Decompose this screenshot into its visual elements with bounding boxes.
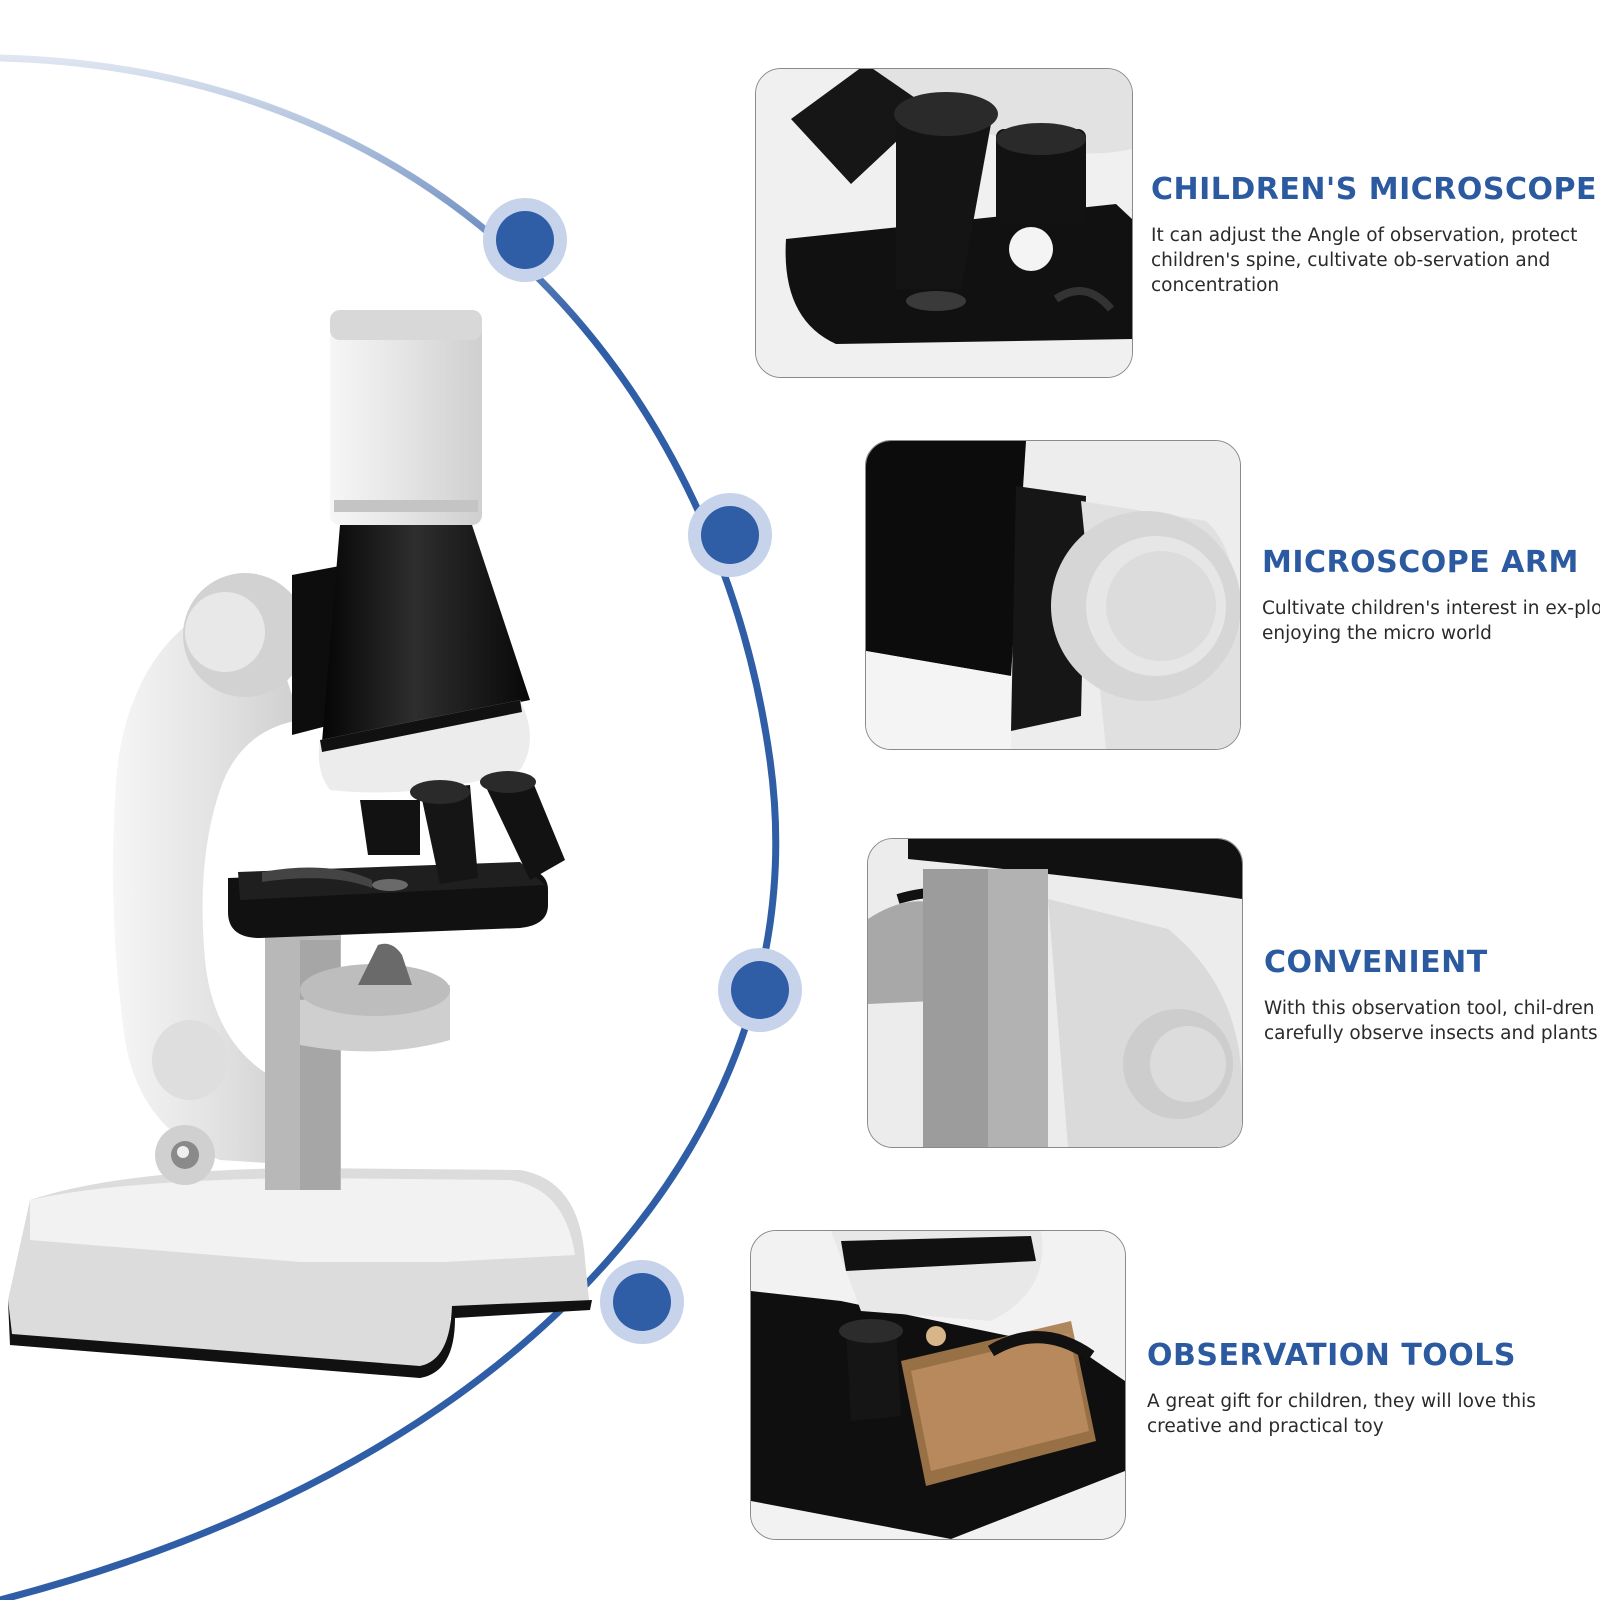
feature-description: It can adjust the Angle of observation, … bbox=[1151, 225, 1578, 296]
decorative-arc bbox=[0, 54, 780, 1600]
feature-3: CONVENIENT With this observation tool, c… bbox=[1264, 945, 1600, 1046]
feature-2: MICROSCOPE ARM Cultivate children's inte… bbox=[1262, 545, 1600, 646]
feature-title: CONVENIENT bbox=[1264, 945, 1488, 980]
feature-image-4 bbox=[750, 1230, 1126, 1540]
arc-marker-2 bbox=[688, 493, 772, 577]
feature-description: With this observation tool, chil-dren ca… bbox=[1264, 998, 1600, 1044]
feature-1: CHILDREN'S MICROSCOPE It can adjust the … bbox=[1151, 172, 1597, 298]
feature-image-2 bbox=[865, 440, 1241, 750]
microscope-illustration bbox=[8, 310, 592, 1378]
feature-title: MICROSCOPE ARM bbox=[1262, 545, 1579, 580]
feature-image-3 bbox=[867, 838, 1243, 1148]
feature-title: OBSERVATION TOOLS bbox=[1147, 1338, 1517, 1373]
feature-title: CHILDREN'S MICROSCOPE bbox=[1151, 172, 1597, 207]
feature-4: OBSERVATION TOOLS A great gift for child… bbox=[1147, 1338, 1577, 1439]
arc-marker-4 bbox=[600, 1260, 684, 1344]
feature-description: A great gift for children, they will lov… bbox=[1147, 1391, 1536, 1437]
feature-description: Cultivate children's interest in ex-plor… bbox=[1262, 598, 1600, 644]
arc-marker-3 bbox=[718, 948, 802, 1032]
feature-image-1 bbox=[755, 68, 1133, 378]
arc-marker-1 bbox=[483, 198, 567, 282]
